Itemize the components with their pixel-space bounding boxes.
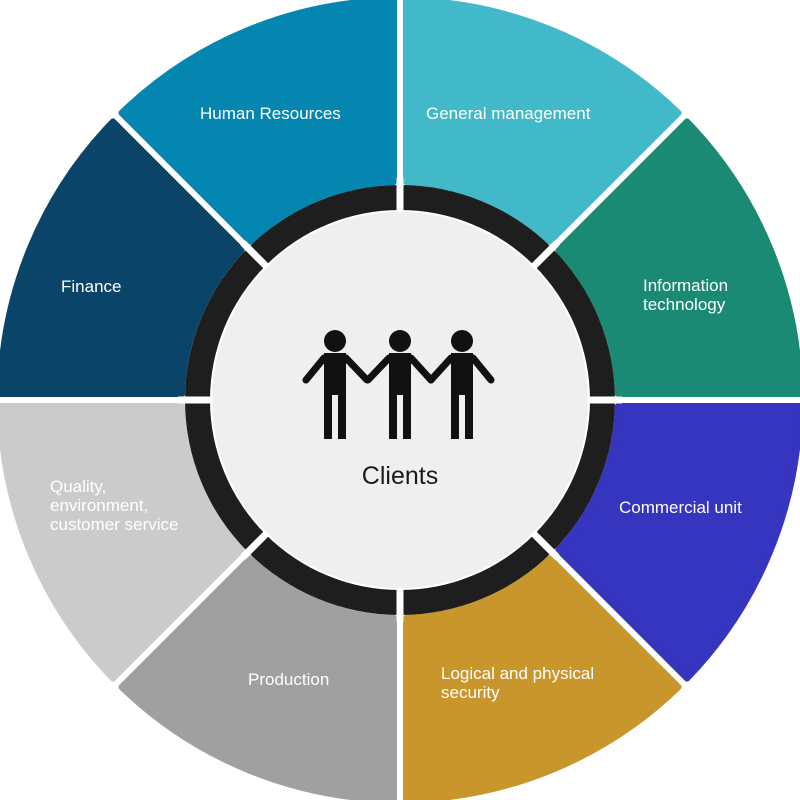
segment-finance	[0, 118, 245, 398]
segment-general-management	[402, 0, 682, 245]
segment-label-general-management: General management	[426, 104, 591, 123]
hub	[212, 212, 588, 588]
segment-commercial-unit	[555, 402, 800, 682]
center-label-clients: Clients	[361, 462, 439, 490]
people-icon	[302, 330, 495, 439]
ring-divider	[240, 240, 272, 272]
segment-label-production: Production	[248, 670, 330, 689]
segment-logical-physical-security	[402, 555, 682, 800]
segment-label-human-resources: Human Resources	[200, 104, 341, 123]
segment-production	[118, 555, 398, 800]
segment-label-logical-physical-security: Logical and physical security	[441, 664, 595, 702]
segment-human-resources	[118, 0, 398, 245]
segment-information-technology	[555, 118, 800, 398]
segment-quality-environment	[0, 402, 245, 682]
segment-label-finance: Finance	[61, 277, 122, 296]
segment-label-quality-environment: Quality, environment, customer service	[50, 477, 179, 534]
ring-divider	[240, 528, 272, 560]
ring-divider	[528, 528, 560, 560]
ring-divider	[528, 240, 560, 272]
segment-label-information-technology: Information technology	[643, 276, 729, 314]
segment-label-commercial-unit: Commercial unit	[619, 498, 742, 517]
